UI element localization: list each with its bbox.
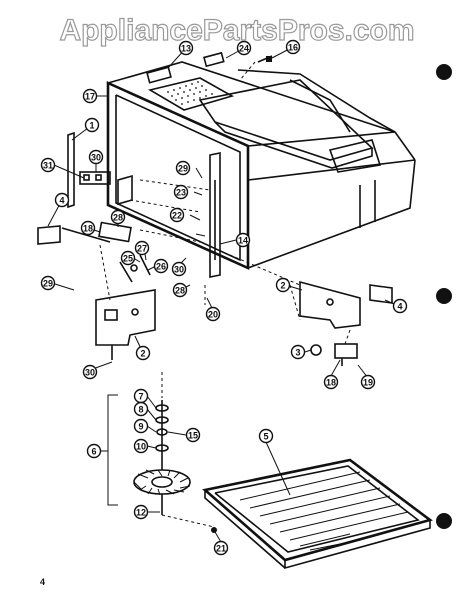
- callout-29-left: 29: [40, 275, 56, 291]
- callout-13: 13: [178, 40, 194, 56]
- center-bracket: [209, 152, 221, 278]
- callout-6: 6: [86, 443, 102, 459]
- svg-text:4: 4: [59, 196, 64, 206]
- callout-12: 12: [133, 504, 149, 520]
- svg-text:18: 18: [83, 224, 93, 234]
- callout-18-right: 18: [323, 374, 339, 390]
- callout-10: 10: [133, 438, 149, 454]
- drain-pan: [202, 458, 433, 570]
- callout-4-left: 4: [54, 192, 70, 208]
- callout-28-upper: 28: [110, 209, 126, 225]
- callout-31: 31: [40, 157, 56, 173]
- blower-assembly: [107, 394, 191, 515]
- callout-8: 8: [133, 401, 149, 417]
- svg-text:4: 4: [397, 302, 402, 312]
- svg-text:9: 9: [138, 422, 143, 432]
- svg-text:5: 5: [263, 432, 268, 442]
- svg-text:1: 1: [89, 121, 94, 131]
- callout-22: 22: [169, 207, 185, 223]
- svg-text:24: 24: [239, 44, 249, 54]
- callout-19: 19: [360, 374, 376, 390]
- binder-hole-top: [436, 64, 452, 80]
- svg-text:8: 8: [138, 405, 143, 415]
- svg-text:30: 30: [85, 368, 95, 378]
- svg-text:28: 28: [175, 286, 185, 296]
- assembly-guide-lines: [99, 61, 351, 528]
- left-brackets: [67, 131, 133, 209]
- svg-text:22: 22: [172, 211, 182, 221]
- svg-text:2: 2: [140, 349, 145, 359]
- callout-21: 21: [213, 540, 229, 556]
- svg-text:30: 30: [91, 153, 101, 163]
- callout-14: 14: [235, 232, 251, 248]
- callout-20: 20: [205, 306, 221, 322]
- callout-23: 23: [173, 184, 189, 200]
- svg-text:12: 12: [136, 508, 146, 518]
- svg-text:6: 6: [91, 447, 96, 457]
- svg-text:23: 23: [176, 188, 186, 198]
- bracket-left: [95, 289, 156, 360]
- callout-26: 26: [153, 258, 169, 274]
- binder-hole-bottom: [436, 513, 452, 529]
- watermark: AppliancePartsPros.com: [59, 14, 414, 47]
- svg-text:27: 27: [137, 244, 147, 254]
- svg-text:31: 31: [43, 161, 53, 171]
- cabinet-housing: [106, 61, 416, 271]
- svg-text:17: 17: [85, 92, 95, 102]
- callout-29-center: 29: [175, 160, 191, 176]
- svg-text:10: 10: [136, 442, 146, 452]
- callout-17: 17: [82, 88, 98, 104]
- callout-2-right: 2: [275, 277, 291, 293]
- svg-text:18: 18: [326, 378, 336, 388]
- callout-4-right: 4: [392, 298, 408, 314]
- svg-text:13: 13: [181, 44, 191, 54]
- control-assembly-right: [299, 280, 393, 366]
- callout-25: 25: [120, 250, 136, 266]
- top-components: [146, 51, 273, 84]
- svg-text:14: 14: [238, 236, 248, 246]
- svg-text:2: 2: [280, 281, 285, 291]
- callout-16: 16: [285, 39, 301, 55]
- callout-30-center: 30: [171, 261, 187, 277]
- svg-text:30: 30: [174, 265, 184, 275]
- callout-5: 5: [258, 428, 274, 444]
- control-assembly-left: [37, 221, 151, 283]
- svg-text:26: 26: [156, 262, 166, 272]
- svg-text:3: 3: [295, 348, 300, 358]
- callout-3: 3: [290, 344, 306, 360]
- callout-7: 7: [133, 388, 149, 404]
- callout-30-upper: 30: [88, 149, 104, 165]
- callout-27: 27: [134, 240, 150, 256]
- binder-hole-middle: [436, 288, 452, 304]
- callout-28-lower: 28: [172, 282, 188, 298]
- callout-30-lower: 30: [82, 364, 98, 380]
- svg-text:21: 21: [216, 544, 226, 554]
- svg-text:25: 25: [123, 254, 133, 264]
- svg-text:16: 16: [288, 43, 298, 53]
- page-number: 4: [40, 577, 45, 587]
- callout-18-left: 18: [80, 220, 96, 236]
- callout-15: 15: [185, 427, 201, 443]
- svg-text:20: 20: [208, 310, 218, 320]
- svg-text:19: 19: [363, 378, 373, 388]
- svg-text:29: 29: [178, 164, 188, 174]
- callout-1: 1: [84, 117, 100, 133]
- svg-text:7: 7: [138, 392, 143, 402]
- callout-2-left: 2: [135, 345, 151, 361]
- svg-text:28: 28: [113, 213, 123, 223]
- svg-text:29: 29: [43, 279, 53, 289]
- callout-9: 9: [133, 418, 149, 434]
- vent-holes: [167, 81, 213, 105]
- callout-24: 24: [236, 40, 252, 56]
- svg-text:15: 15: [188, 431, 198, 441]
